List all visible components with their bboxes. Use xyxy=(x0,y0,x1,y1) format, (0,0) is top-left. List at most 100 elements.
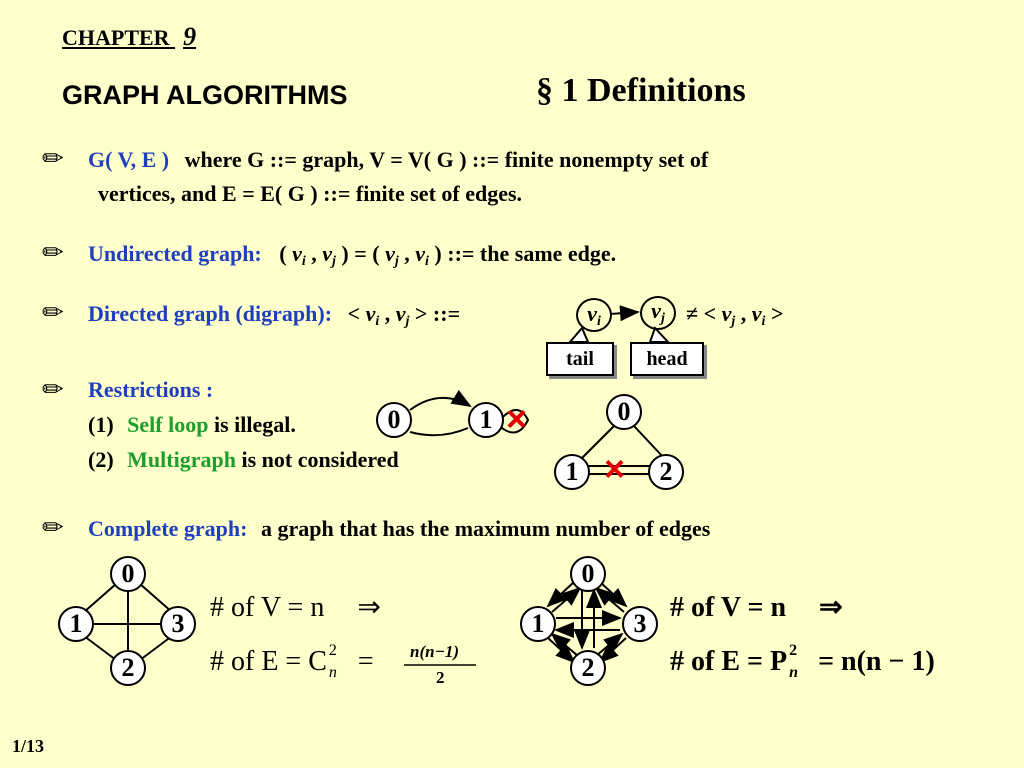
paren-open: ( xyxy=(279,241,293,266)
comma: , xyxy=(379,301,396,326)
pencil-icon: ✏ xyxy=(42,238,64,267)
dk4-node-0: 0 xyxy=(570,556,606,592)
var-v: v xyxy=(322,241,333,266)
undirected-formula: ( vi , vj ) = ( vj , vi ) ::= the same e… xyxy=(279,241,617,269)
sup-2: 2 xyxy=(789,642,798,659)
k4-edge xyxy=(139,635,173,661)
sub-j: j xyxy=(405,314,410,329)
cross-icon: × xyxy=(506,398,528,439)
term-multigraph: Multigraph xyxy=(127,447,236,472)
multi-node-2: 2 xyxy=(648,454,684,490)
multi-node-0: 0 xyxy=(606,394,642,430)
dk4-node-2: 2 xyxy=(570,650,606,686)
angle-open: < xyxy=(347,301,366,326)
dk4-edge xyxy=(594,586,625,613)
loop-node-1: 1 xyxy=(468,402,504,438)
chapter-number: 9 xyxy=(183,22,197,51)
formula-vertices-left: # of V = n ⇒ xyxy=(210,590,381,624)
multi-node-1: 1 xyxy=(554,454,590,490)
section-title: § 1 Definitions xyxy=(536,72,746,109)
digraph-edge xyxy=(609,305,640,322)
bullet-complete: Complete graph: a graph that has the max… xyxy=(88,516,710,542)
k4-edge xyxy=(83,583,117,613)
definition-line1: where G ::= graph, V = V( G ) ::= finite… xyxy=(184,147,709,172)
loop-edge-top xyxy=(409,389,472,411)
pencil-icon: ✏ xyxy=(42,375,64,404)
var-v: v xyxy=(365,301,376,326)
pencil-icon: ✏ xyxy=(42,513,64,542)
cross-icon: × xyxy=(604,448,626,489)
dk4-edge xyxy=(546,581,575,608)
sub-i: i xyxy=(596,314,601,329)
edges-count: # of E = C xyxy=(210,646,327,677)
bullet-undirected: Undirected graph: ( vi , vj ) = ( vj , v… xyxy=(88,241,616,270)
pencil-icon: ✏ xyxy=(42,144,64,173)
formula-vertices-right: # of V = n ⇒ xyxy=(670,590,843,624)
k4-node-2: 2 xyxy=(110,650,146,686)
dk4-node-3: 3 xyxy=(622,606,658,642)
var-v: v xyxy=(651,298,661,323)
sub-j: j xyxy=(332,254,336,269)
not-equal: ≠ < xyxy=(686,301,722,326)
digraph-node-vi: vi xyxy=(576,298,612,332)
sub-i: i xyxy=(761,314,766,329)
term-undirected: Undirected graph: xyxy=(88,241,262,266)
k4-node-1: 1 xyxy=(58,606,94,642)
dk4-node-1: 1 xyxy=(520,606,556,642)
k4-node-0: 0 xyxy=(110,556,146,592)
page-number: 1/13 xyxy=(12,736,45,756)
implies-arrow: ⇒ xyxy=(819,592,843,623)
bullet-graph-definition: G( V, E ) where G ::= graph, V = V( G ) … xyxy=(88,147,708,173)
head-callout: head xyxy=(630,342,704,376)
complete-definition: a graph that has the maximum number of e… xyxy=(260,516,711,541)
k4-node-3: 3 xyxy=(160,606,196,642)
dk4-edge xyxy=(595,632,624,657)
sub-i: i xyxy=(301,254,306,269)
restriction-number: (1) xyxy=(88,412,114,437)
edges-result: = n(n − 1) xyxy=(818,646,935,677)
var-v: v xyxy=(385,241,395,266)
term-restrictions: Restrictions : xyxy=(88,377,214,402)
fraction-denominator: 2 xyxy=(436,668,445,687)
fraction-numerator: n(n−1) xyxy=(410,642,460,661)
comma: , xyxy=(735,301,752,326)
chapter-label: CHAPTER xyxy=(62,25,170,50)
sub-n: n xyxy=(328,664,337,681)
comma: , xyxy=(398,241,416,266)
page-title: GRAPH ALGORITHMS xyxy=(62,80,348,110)
var-v: v xyxy=(587,301,597,326)
sub-j: j xyxy=(660,311,665,326)
comma: , xyxy=(305,241,323,266)
loop-edge-bottom xyxy=(409,427,469,437)
bullet-directed: Directed graph (digraph): < vi , vj > ::… xyxy=(88,301,460,330)
directed-neq-formula: ≠ < vj , vi > xyxy=(686,301,783,330)
definition-line2: vertices, and E = E( G ) ::= finite set … xyxy=(98,181,523,206)
tail-callout-pointer xyxy=(567,326,590,343)
digraph-node-vj: vj xyxy=(640,296,676,330)
head-callout-pointer xyxy=(648,326,671,343)
var-v: v xyxy=(415,241,426,266)
term-self-loop: Self loop xyxy=(127,412,209,437)
vertices-count: # of V = n xyxy=(210,592,325,623)
k4-edge xyxy=(139,583,173,613)
equals: = xyxy=(357,646,374,677)
restriction-text: is not considered xyxy=(235,447,399,472)
term-g-ve: G( V, E ) xyxy=(88,147,170,172)
self-loop xyxy=(499,409,530,434)
var-v: v xyxy=(751,301,762,326)
var-v: v xyxy=(395,301,406,326)
k4-edge xyxy=(83,635,117,661)
sup-2: 2 xyxy=(328,642,337,659)
sub-i: i xyxy=(425,254,429,269)
implies-arrow: ⇒ xyxy=(357,592,381,623)
same-edge-text: ) ::= the same edge. xyxy=(428,241,617,266)
restriction-2: (2) Multigraph is not considered xyxy=(88,447,399,473)
chapter-heading: CHAPTER 9 xyxy=(62,22,196,52)
term-directed: Directed graph (digraph): xyxy=(88,301,333,326)
vertices-count: # of V = n xyxy=(670,592,787,623)
edges-count: # of E = P xyxy=(670,646,788,677)
sub-j: j xyxy=(394,254,399,269)
